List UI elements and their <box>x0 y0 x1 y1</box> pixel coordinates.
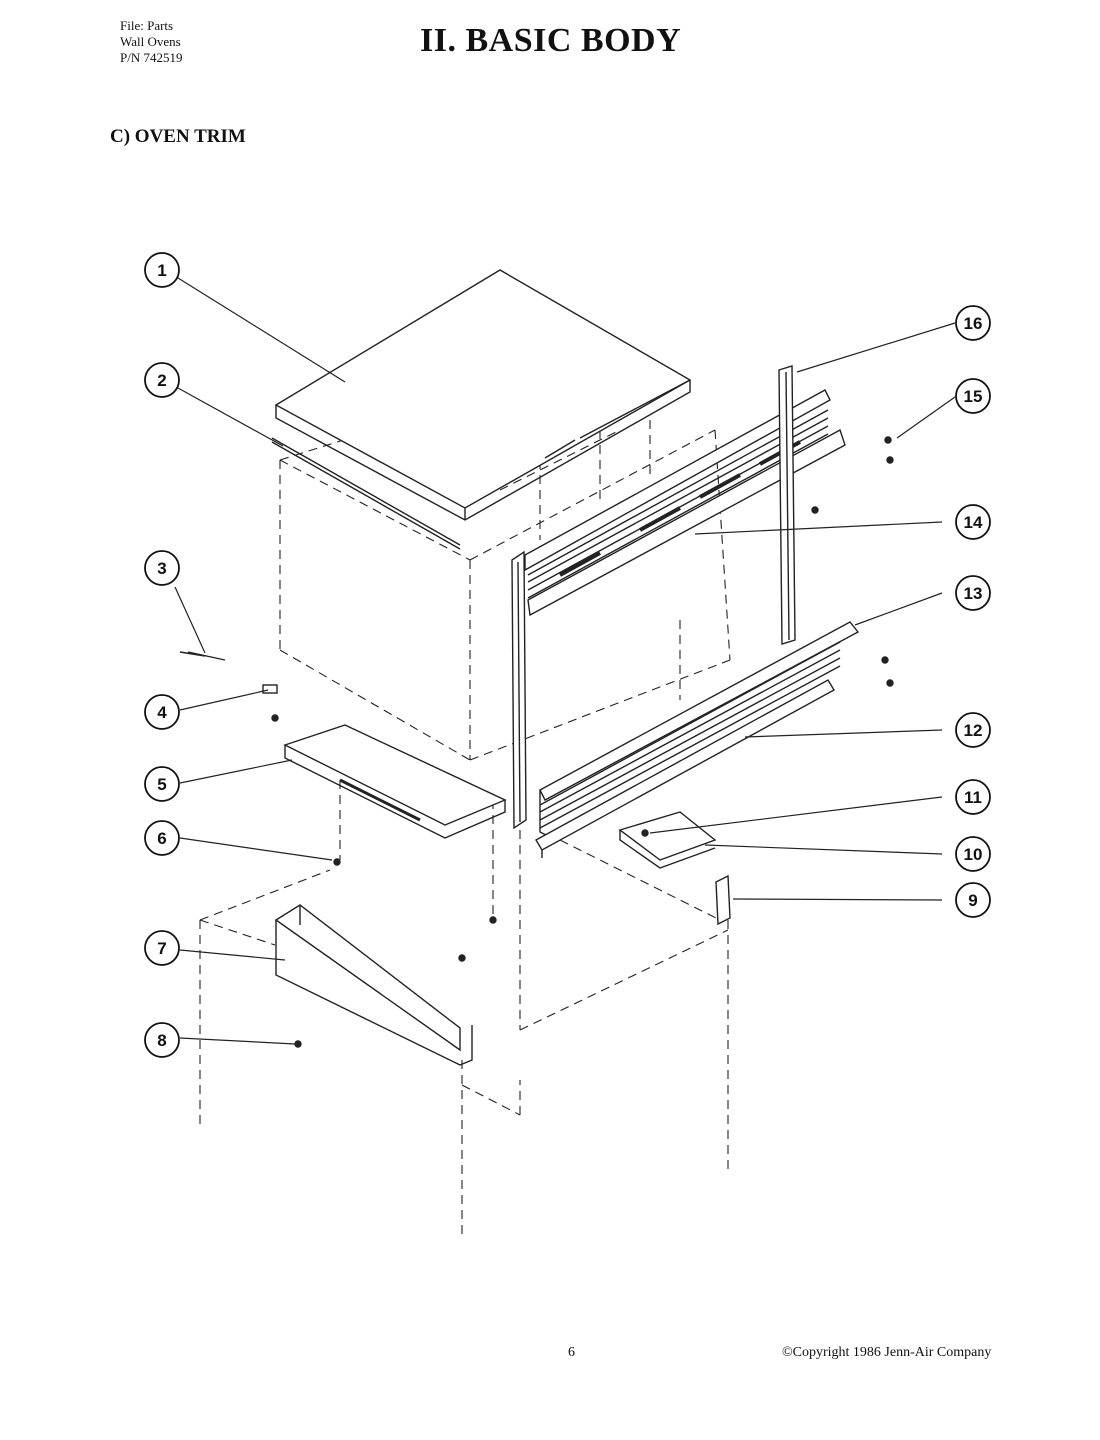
callout-15-label: 15 <box>964 387 983 406</box>
callout-6-label: 6 <box>157 829 166 848</box>
callout-3-label: 3 <box>157 559 166 578</box>
part-5-left-bracket <box>283 724 507 839</box>
callout-11: 11 <box>955 779 991 815</box>
file-line-3: P/N 742519 <box>120 50 183 65</box>
callout-9: 9 <box>955 882 991 918</box>
part-7-kick-plate <box>274 904 473 1066</box>
callout-7: 7 <box>144 930 180 966</box>
callouts: 1 2 3 4 5 6 7 8 9 10 11 12 13 14 15 16 <box>144 252 991 1058</box>
callout-13-label: 13 <box>964 584 983 603</box>
part-9-lower-right-bracket <box>715 874 731 926</box>
part-4-clip <box>262 684 278 694</box>
screws <box>271 436 894 1048</box>
page-number: 6 <box>568 1345 575 1360</box>
callout-8: 8 <box>144 1022 180 1058</box>
callout-10-label: 10 <box>964 845 983 864</box>
callout-4: 4 <box>144 694 180 730</box>
callout-11-label: 11 <box>964 788 982 807</box>
callout-5-label: 5 <box>157 775 166 794</box>
callout-12: 12 <box>955 712 991 748</box>
page-title: II. BASIC BODY <box>420 22 682 59</box>
cabinet-outline <box>279 399 731 761</box>
callout-2: 2 <box>144 362 180 398</box>
part-10-right-bracket <box>618 811 717 869</box>
callout-16: 16 <box>955 305 991 341</box>
callout-4-label: 4 <box>157 703 167 722</box>
part-13-lower-vent-trim <box>539 621 860 837</box>
part-14-upper-vent-trim <box>524 389 846 617</box>
callout-12-label: 12 <box>964 721 983 740</box>
part-12-lower-channel <box>535 679 835 858</box>
callout-5: 5 <box>144 766 180 802</box>
file-info: File: Parts Wall Ovens P/N 742519 <box>120 18 182 66</box>
callout-8-label: 8 <box>157 1031 166 1050</box>
section-title: C) OVEN TRIM <box>110 126 246 147</box>
file-line-2: Wall Ovens <box>120 34 181 49</box>
part-2-strip <box>271 437 461 550</box>
lower-outline <box>199 780 729 1240</box>
left-side-post <box>511 550 527 830</box>
copyright-notice: ©Copyright 1986 Jenn-Air Company <box>782 1345 992 1360</box>
file-line-1: File: Parts <box>120 18 174 33</box>
callout-2-label: 2 <box>157 371 166 390</box>
callout-15: 15 <box>955 378 991 414</box>
callout-10: 10 <box>955 836 991 872</box>
callout-14: 14 <box>955 504 991 540</box>
leader-lines <box>174 277 956 1045</box>
callout-16-label: 16 <box>964 314 983 333</box>
callout-1-label: 1 <box>157 261 166 280</box>
part-16-side-post <box>778 365 796 645</box>
part-1-top-panel <box>274 269 692 521</box>
callout-3: 3 <box>144 550 180 586</box>
callout-14-label: 14 <box>964 513 983 532</box>
part-3-rod <box>179 651 226 661</box>
callout-1: 1 <box>144 252 180 288</box>
callout-7-label: 7 <box>157 939 166 958</box>
callout-6: 6 <box>144 820 180 856</box>
callout-13: 13 <box>955 575 991 611</box>
callout-9-label: 9 <box>968 891 977 910</box>
